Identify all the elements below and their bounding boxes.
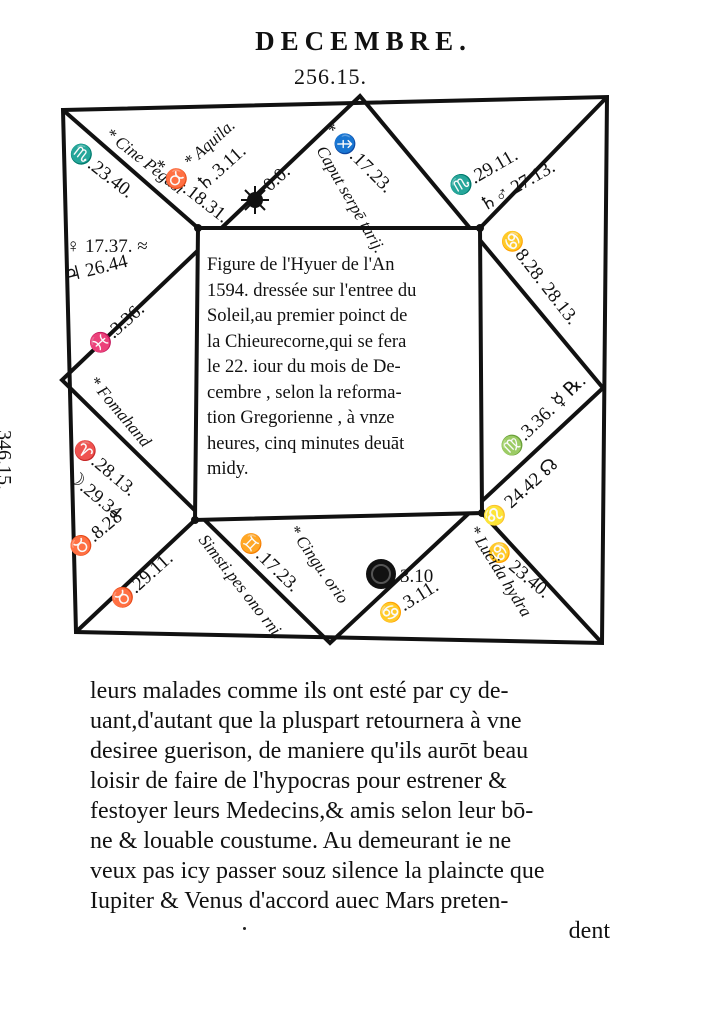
chart-diagonal — [478, 95, 609, 230]
ink-speck — [243, 927, 246, 930]
body-line: desiree guerison, de maniere qu'ils aurō… — [90, 738, 529, 764]
body-paragraph: leurs malades comme ils ont esté par cy … — [90, 676, 610, 946]
cell-l-3: ♓.3.36. — [84, 297, 149, 359]
cell-b-moon-deg: 3.10 — [400, 566, 433, 587]
body-line: uant,d'autant que la pluspart retournera… — [90, 708, 522, 734]
chart-diagonal — [480, 511, 604, 645]
body-line: veux pas icy passer souz silence la plai… — [90, 858, 545, 884]
figure-line: heures, cinq minutes deuāt — [207, 433, 405, 454]
sun-glyph-icon — [241, 186, 269, 214]
cell-b-1: ♉.29.11. — [106, 546, 177, 613]
figure-line: midy. — [207, 459, 249, 479]
body-line: dent — [568, 918, 610, 944]
moon-glyph-icon — [366, 559, 396, 589]
chart-diagonal — [74, 518, 197, 634]
cell-l-1: ♀ 17.37. ≈ — [66, 236, 148, 257]
body-line: leurs malades comme ils ont esté par cy … — [90, 678, 509, 704]
figure-line: Soleil,au premier poinct de — [207, 306, 408, 326]
body-line: ne & louable coustume. Au demeurant ie n… — [90, 828, 512, 854]
figure-line: 1594. dressée sur l'entree du — [207, 280, 417, 301]
body-line: loisir de faire de l'hypocras pour estre… — [90, 768, 507, 794]
figure-line: cembre , selon la reforma- — [207, 382, 402, 403]
top-degree-label: 256.15. — [294, 64, 367, 89]
body-line: Iupiter & Venus d'accord auec Mars prete… — [90, 888, 509, 914]
body-line: festoyer leurs Medecins,& amis selon leu… — [90, 798, 534, 824]
figure-line: le 22. iour du mois de De- — [207, 357, 401, 377]
cell-b-star2: * Cingu. orio — [285, 521, 353, 607]
figure-description: Figure de l'Hyuer de l'An 1594. dressée … — [207, 253, 477, 483]
figure-line: la Chieurecorne,qui se fera — [207, 331, 407, 352]
chart-diagonal — [61, 108, 200, 230]
chart-diamond — [59, 93, 606, 646]
horoscope-chart: ♏.23.40. * Cine Pegasi * ♉.18.31. * Aqui… — [59, 93, 610, 646]
page-heading: DECEMBRE. — [255, 26, 472, 56]
figure-line: tion Gregorienne , à vnze — [207, 408, 395, 428]
figure-line: Figure de l'Hyuer de l'An — [207, 255, 395, 275]
